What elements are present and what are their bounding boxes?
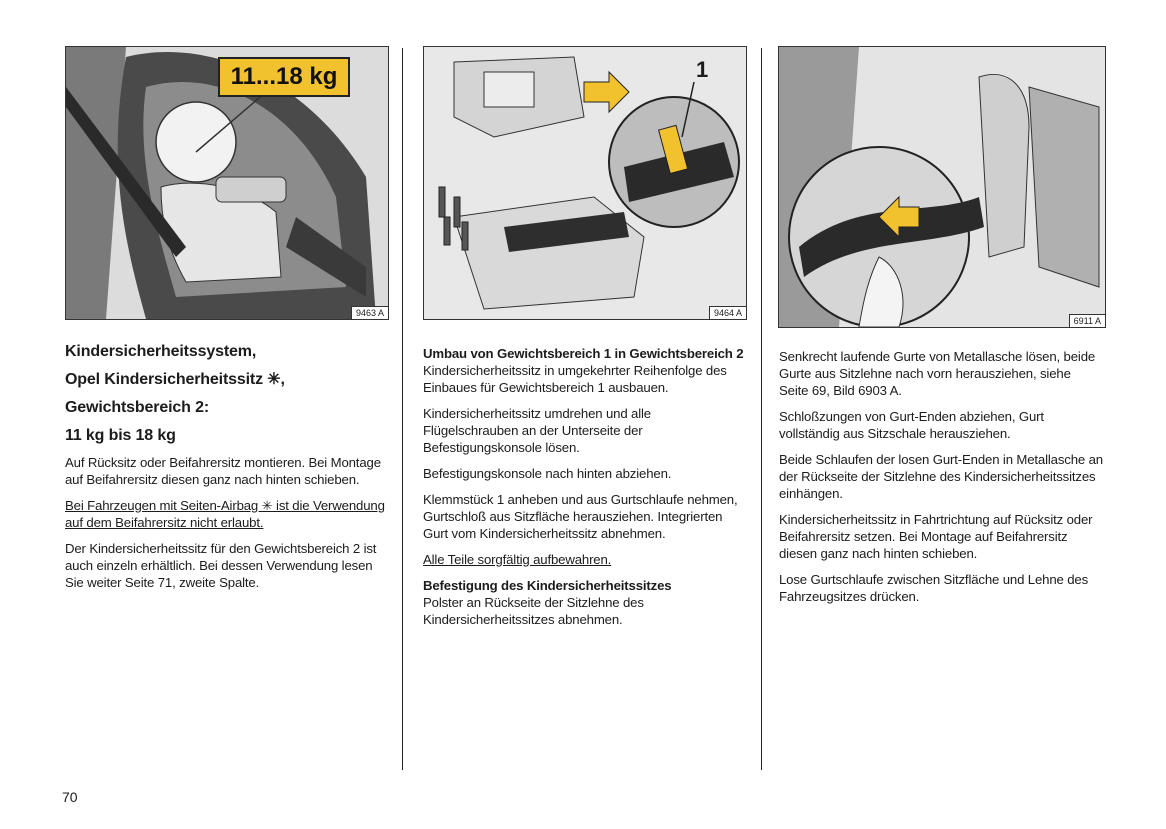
column-divider-2: [761, 48, 762, 770]
paragraph: Beide Schlaufen der losen Gurt-Enden in …: [779, 452, 1103, 501]
heading-line: Gewichtsbereich 2:: [65, 399, 210, 416]
weight-badge: 11...18 kg: [218, 57, 350, 97]
belt-loops-illustration: [779, 47, 1105, 327]
column-divider-1: [402, 48, 403, 770]
figure-code: 9463 A: [350, 306, 388, 319]
weight-badge-label: 11...18 kg: [230, 63, 338, 90]
heading-line: Opel Kindersicherheitssitz ✳,: [65, 371, 285, 388]
section-heading: Umbau von Gewichtsbereich 1 in Gewichtsb…: [423, 346, 744, 361]
paragraph: Auf Rücksitz oder Beifahrersitz montiere…: [65, 455, 381, 487]
column-3-text: Senkrecht laufende Gurte von Metallasche…: [779, 348, 1103, 614]
figure-code: 6911 A: [1068, 314, 1105, 327]
paragraph: Senkrecht laufende Gurte von Metallasche…: [779, 349, 1096, 398]
figure-child-seat: 11...18 kg 9463 A: [65, 46, 389, 320]
column-2-text: Umbau von Gewichtsbereich 1 in Gewichtsb…: [423, 345, 745, 637]
section-heading: Befestigung des Kindersicherheitssitzes: [423, 578, 672, 593]
paragraph: Kindersicherheitssitz in umgekehrter Rei…: [423, 363, 727, 395]
seat-conversion-illustration: [424, 47, 746, 319]
callout-label: 1: [696, 57, 709, 82]
paragraph: Der Kindersicherheitssitz für den Gewich…: [65, 541, 377, 590]
figure-seat-conversion: 1 9464 A: [423, 46, 747, 320]
paragraph: Kindersicherheitssitz umdrehen und alle …: [423, 406, 651, 455]
paragraph: Polster an Rückseite der Sitzlehne des K…: [423, 595, 644, 627]
paragraph: Kindersicherheitssitz in Fahrtrichtung a…: [779, 512, 1093, 561]
column-1-text: Kindersicherheitssystem, Opel Kindersich…: [65, 342, 387, 600]
paragraph: Schloßzungen von Gurt-Enden abziehen, Gu…: [779, 409, 1044, 441]
heading-line: 11 kg bis 18 kg: [65, 427, 176, 444]
figure-belt-loops: 6911 A: [778, 46, 1106, 328]
paragraph: Lose Gurtschlaufe zwischen Sitzfläche un…: [779, 572, 1089, 604]
page-number: 70: [62, 789, 78, 805]
airbag-warning: Bei Fahrzeugen mit Seiten-Airbag ✳ ist d…: [65, 498, 385, 530]
paragraph: Befestigungskonsole nach hinten abziehen…: [423, 466, 672, 481]
figure-code: 9464 A: [708, 306, 746, 319]
paragraph: Klemmstück 1 anheben und aus Gurtschlauf…: [423, 492, 738, 541]
storage-note: Alle Teile sorgfältig aufbewahren.: [423, 552, 612, 567]
heading-line: Kindersicherheitssystem,: [65, 343, 257, 360]
